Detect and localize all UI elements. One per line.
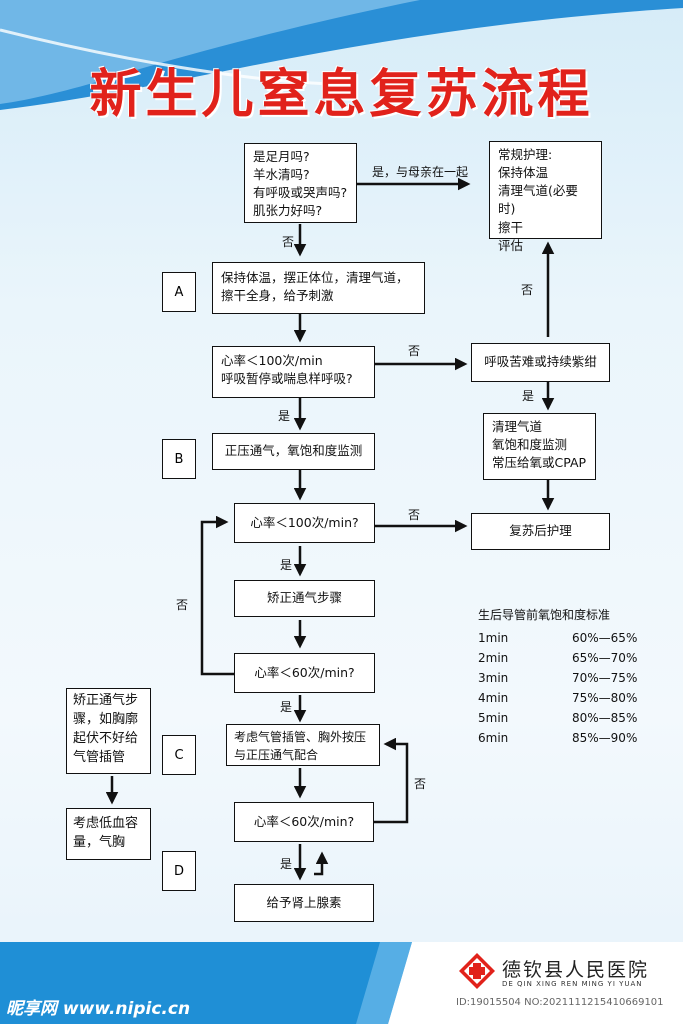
label-yes: 是: [280, 857, 293, 871]
spo2-time: 5min: [478, 711, 509, 725]
step-c-line: 与正压通气配合: [234, 748, 319, 762]
hr-q1-line: 呼吸暂停或喘息样呼吸?: [221, 371, 353, 387]
spo2-range: 60%—65%: [572, 631, 638, 645]
heart-rate-question-2: 心率＜100次/min?: [234, 503, 375, 543]
hospital-cross-logo-icon: [459, 953, 495, 989]
watermark-id: ID:19015504 NO:20211112154106691​01: [456, 997, 664, 1008]
heart-rate-question-1: 心率＜100次/min 呼吸暂停或喘息样呼吸?: [212, 346, 375, 398]
stage-label-b: B: [162, 439, 196, 479]
footer-band: [0, 942, 683, 1024]
side-correct-line: 起伏不好给: [73, 730, 139, 746]
step-a-line: 擦干全身，给予刺激: [221, 288, 334, 304]
heart-rate-question-4: 心率＜60次/min?: [234, 802, 374, 842]
watermark-site: 昵享网 www.nipic.cn: [6, 999, 191, 1019]
routine-line: 常规护理:: [498, 147, 553, 162]
question-line: 有呼吸或哭声吗?: [253, 185, 348, 201]
label-no: 否: [521, 283, 534, 297]
clear-airway-line: 清理气道: [492, 419, 543, 434]
post-resus-text: 复苏后护理: [509, 523, 572, 539]
label-yes: 是: [278, 409, 291, 423]
spo2-time: 1min: [478, 631, 509, 645]
correct-vent-text: 矫正通气步骤: [266, 590, 342, 606]
stage-label-c: C: [162, 735, 196, 775]
spo2-time: 3min: [478, 671, 509, 685]
breathing-difficulty-box: 呼吸苦难或持续紫绀: [471, 343, 610, 382]
hr-q2-text: 心率＜100次/min?: [250, 514, 359, 530]
hospital-name-english: DE QIN XING REN MING YI YUAN: [502, 980, 643, 988]
page-title: 新生儿窒息复苏流程: [89, 65, 594, 125]
spo2-standard-table: 生后导管前氧饱和度标准 1min 60%—65% 2min 65%—70% 3min…: [478, 606, 637, 751]
label-yes: 是: [280, 558, 293, 572]
epinephrine-text: 给予肾上腺素: [266, 894, 342, 910]
label-yes: 是: [522, 389, 535, 403]
spo2-range: 70%—75%: [572, 671, 638, 685]
side-correct-ventilation-box: 矫正通气步 骤，如胸廓 起伏不好给 气管插管: [66, 688, 151, 774]
question-line: 羊水清吗?: [253, 167, 310, 183]
spo2-title: 生后导管前氧饱和度标准: [478, 608, 611, 622]
spo2-row: 3min 70%—75%: [478, 671, 637, 691]
side-correct-line: 骤，如胸廓: [73, 711, 139, 727]
step-b-box: 正压通气，氧饱和度监测: [212, 433, 375, 470]
stage-label-a: A: [162, 272, 196, 312]
heart-rate-question-3: 心率＜60次/min?: [234, 653, 375, 693]
routine-line: 清理气道(必要时): [498, 183, 578, 217]
spo2-row: 5min 80%—85%: [478, 711, 637, 731]
hospital-name: 德钦县人民医院: [502, 959, 650, 981]
step-a-line: 保持体温，摆正体位，清理气道，: [221, 270, 409, 285]
post-resuscitation-box: 复苏后护理: [471, 513, 610, 550]
question-line: 肌张力好吗?: [253, 203, 323, 219]
routine-line: 评估: [498, 237, 524, 253]
hr-q4-text: 心率＜60次/min?: [253, 813, 355, 829]
spo2-range: 85%—90%: [572, 731, 638, 745]
routine-care-box: 常规护理: 保持体温 清理气道(必要时) 擦干 评估: [489, 141, 602, 253]
side-correct-line: 矫正通气步: [73, 693, 139, 708]
hr-q3-text: 心率＜60次/min?: [254, 664, 355, 680]
label-no: 否: [176, 598, 189, 612]
hr-q1-line: 心率＜100次/min: [221, 353, 323, 368]
spo2-time: 4min: [478, 691, 509, 705]
step-b-text: 正压通气，氧饱和度监测: [224, 443, 363, 459]
side-consider-line: 考虑低血容: [73, 816, 139, 831]
spo2-row: 6min 85%—90%: [478, 731, 637, 751]
spo2-time: 2min: [478, 651, 509, 665]
label-no: 否: [408, 508, 421, 522]
spo2-time: 6min: [478, 731, 509, 745]
correct-ventilation-box: 矫正通气步骤: [234, 580, 375, 617]
clear-airway-line: 氧饱和度监测: [492, 437, 568, 453]
spo2-row: 2min 65%—70%: [478, 651, 637, 671]
breathing-text: 呼吸苦难或持续紫绀: [484, 354, 597, 370]
label-yes-with-mother: 是，与母亲在一起: [372, 165, 469, 179]
spo2-row: 1min 60%—65%: [478, 631, 637, 651]
label-yes: 是: [280, 700, 293, 714]
top-wave-decoration: [0, 0, 683, 110]
label-no: 否: [414, 777, 427, 791]
step-c-line: 考虑气管插管、胸外按压: [234, 730, 367, 744]
spo2-range: 65%—70%: [572, 651, 638, 665]
stage-label-d: D: [162, 851, 196, 891]
step-a-box: 保持体温，摆正体位，清理气道， 擦干全身，给予刺激: [212, 262, 425, 314]
clear-airway-box: 清理气道 氧饱和度监测 常压给氧或CPAP: [483, 413, 596, 480]
side-correct-line: 气管插管: [73, 749, 126, 765]
side-consider-line: 量，气胸: [73, 834, 126, 850]
label-no: 否: [282, 235, 295, 249]
spo2-range: 80%—85%: [572, 711, 638, 725]
question-term-baby: 是足月吗? 羊水清吗? 有呼吸或哭声吗? 肌张力好吗?: [244, 143, 357, 223]
step-c-box: 考虑气管插管、胸外按压 与正压通气配合: [226, 724, 380, 766]
side-consider-box: 考虑低血容 量，气胸: [66, 808, 151, 860]
routine-line: 擦干: [498, 219, 524, 235]
epinephrine-box: 给予肾上腺素: [234, 884, 374, 922]
spo2-row: 4min 75%—80%: [478, 691, 637, 711]
routine-line: 保持体温: [498, 165, 549, 181]
label-no: 否: [408, 344, 421, 358]
question-line: 是足月吗?: [253, 149, 310, 164]
clear-airway-line: 常压给氧或CPAP: [492, 455, 587, 471]
spo2-range: 75%—80%: [572, 691, 638, 705]
